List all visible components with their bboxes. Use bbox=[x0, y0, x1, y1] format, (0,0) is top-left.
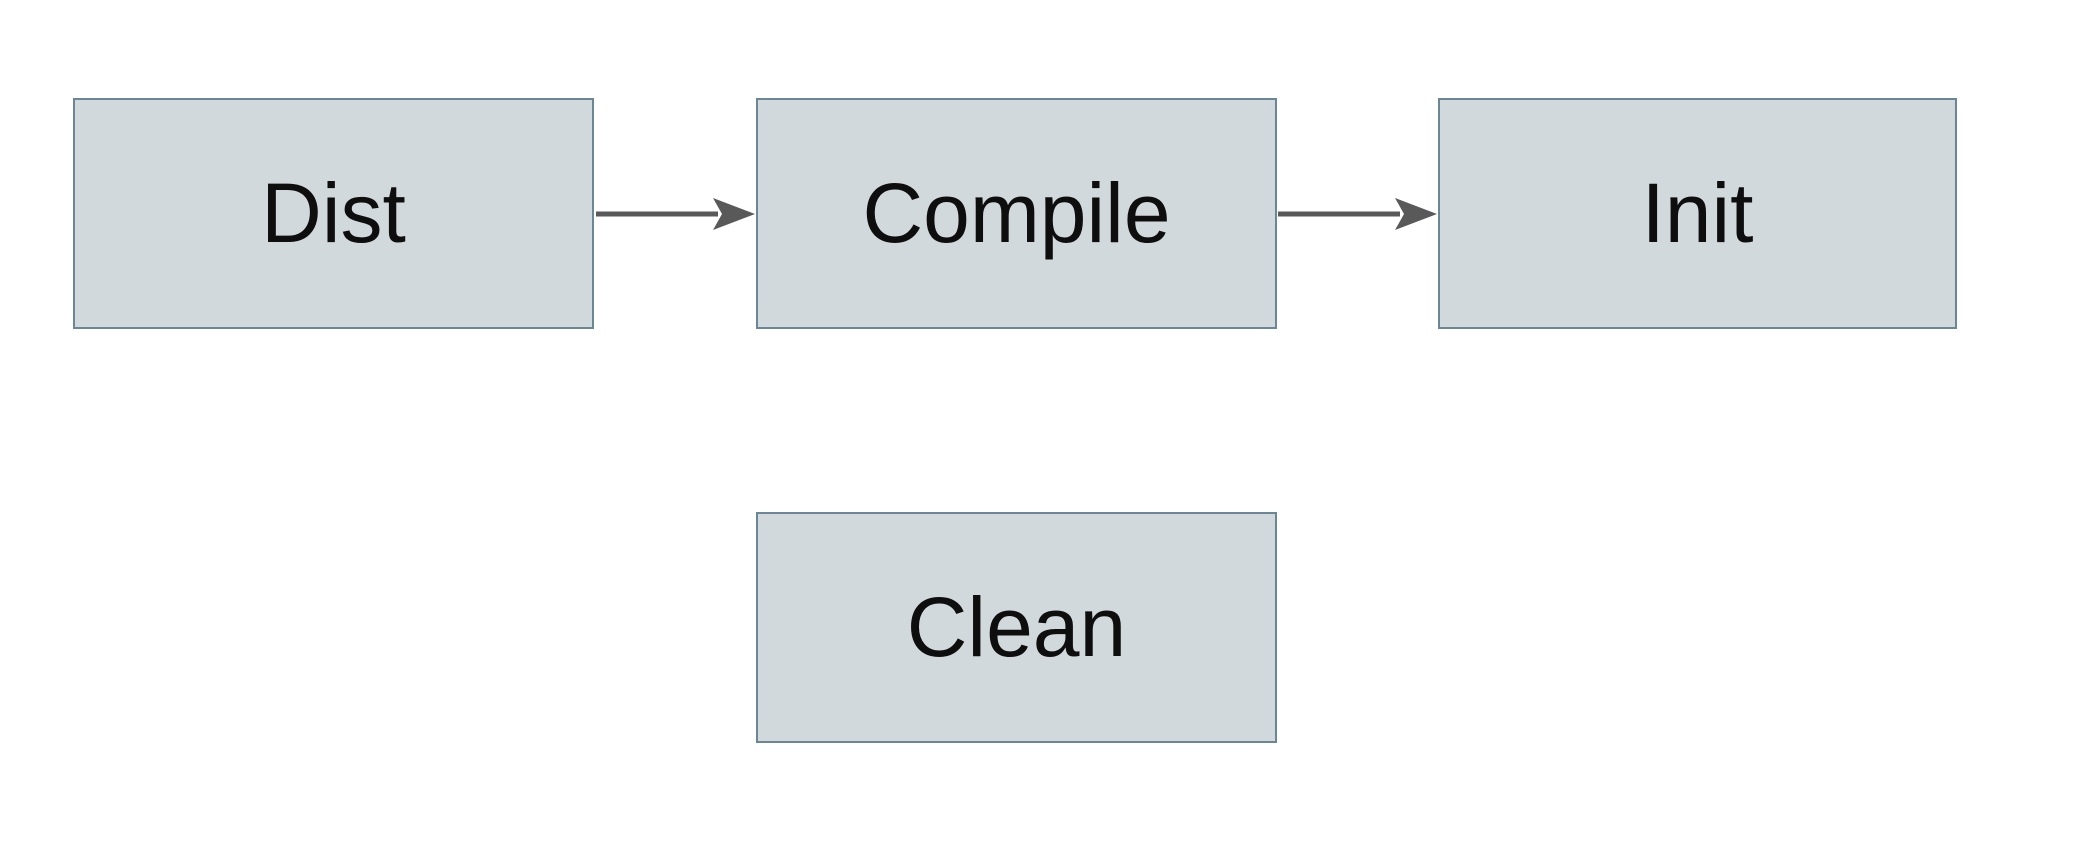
node-dist: Dist bbox=[73, 98, 594, 329]
node-dist-label: Dist bbox=[261, 166, 406, 260]
node-compile-label: Compile bbox=[862, 166, 1171, 260]
node-init: Init bbox=[1438, 98, 1957, 329]
node-compile: Compile bbox=[756, 98, 1277, 329]
node-clean: Clean bbox=[756, 512, 1277, 743]
arrow-dist-to-compile bbox=[596, 198, 755, 230]
node-init-label: Init bbox=[1641, 166, 1754, 260]
arrow-compile-to-init bbox=[1278, 198, 1437, 230]
node-clean-label: Clean bbox=[906, 580, 1127, 674]
